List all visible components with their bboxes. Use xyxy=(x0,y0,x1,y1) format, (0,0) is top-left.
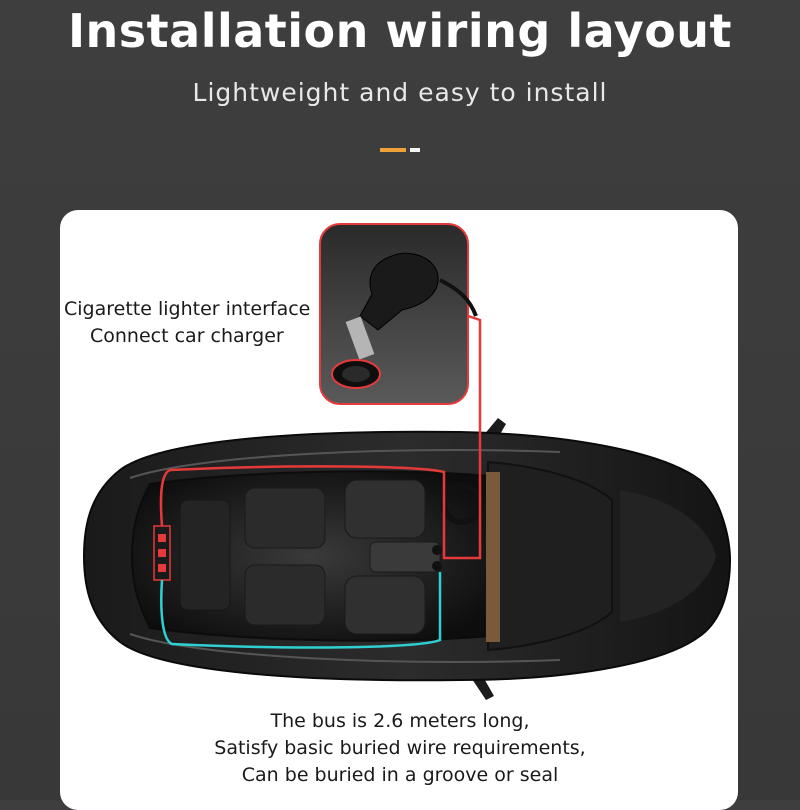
cyan-bus-wire xyxy=(160,572,442,649)
accent-bar-white xyxy=(410,148,420,152)
caption-line-2: Satisfy basic buried wire requirements, xyxy=(214,737,586,759)
callout-line-1: Cigarette lighter interface xyxy=(64,298,311,320)
caption-line-3: Can be buried in a groove or seal xyxy=(241,764,559,786)
page-subtitle: Lightweight and easy to install xyxy=(192,78,608,107)
light-strip-icon xyxy=(153,525,171,581)
car-top-view-image xyxy=(82,418,732,700)
accent-bar-orange xyxy=(380,148,406,152)
page-title: Installation wiring layout xyxy=(67,4,733,58)
accent-divider xyxy=(380,148,420,152)
caption-line-1: The bus is 2.6 meters long, xyxy=(270,710,530,732)
red-power-wire xyxy=(159,304,482,560)
cigarette-lighter-plug-image xyxy=(319,223,478,405)
callout-line-2: Connect car charger xyxy=(90,325,284,347)
